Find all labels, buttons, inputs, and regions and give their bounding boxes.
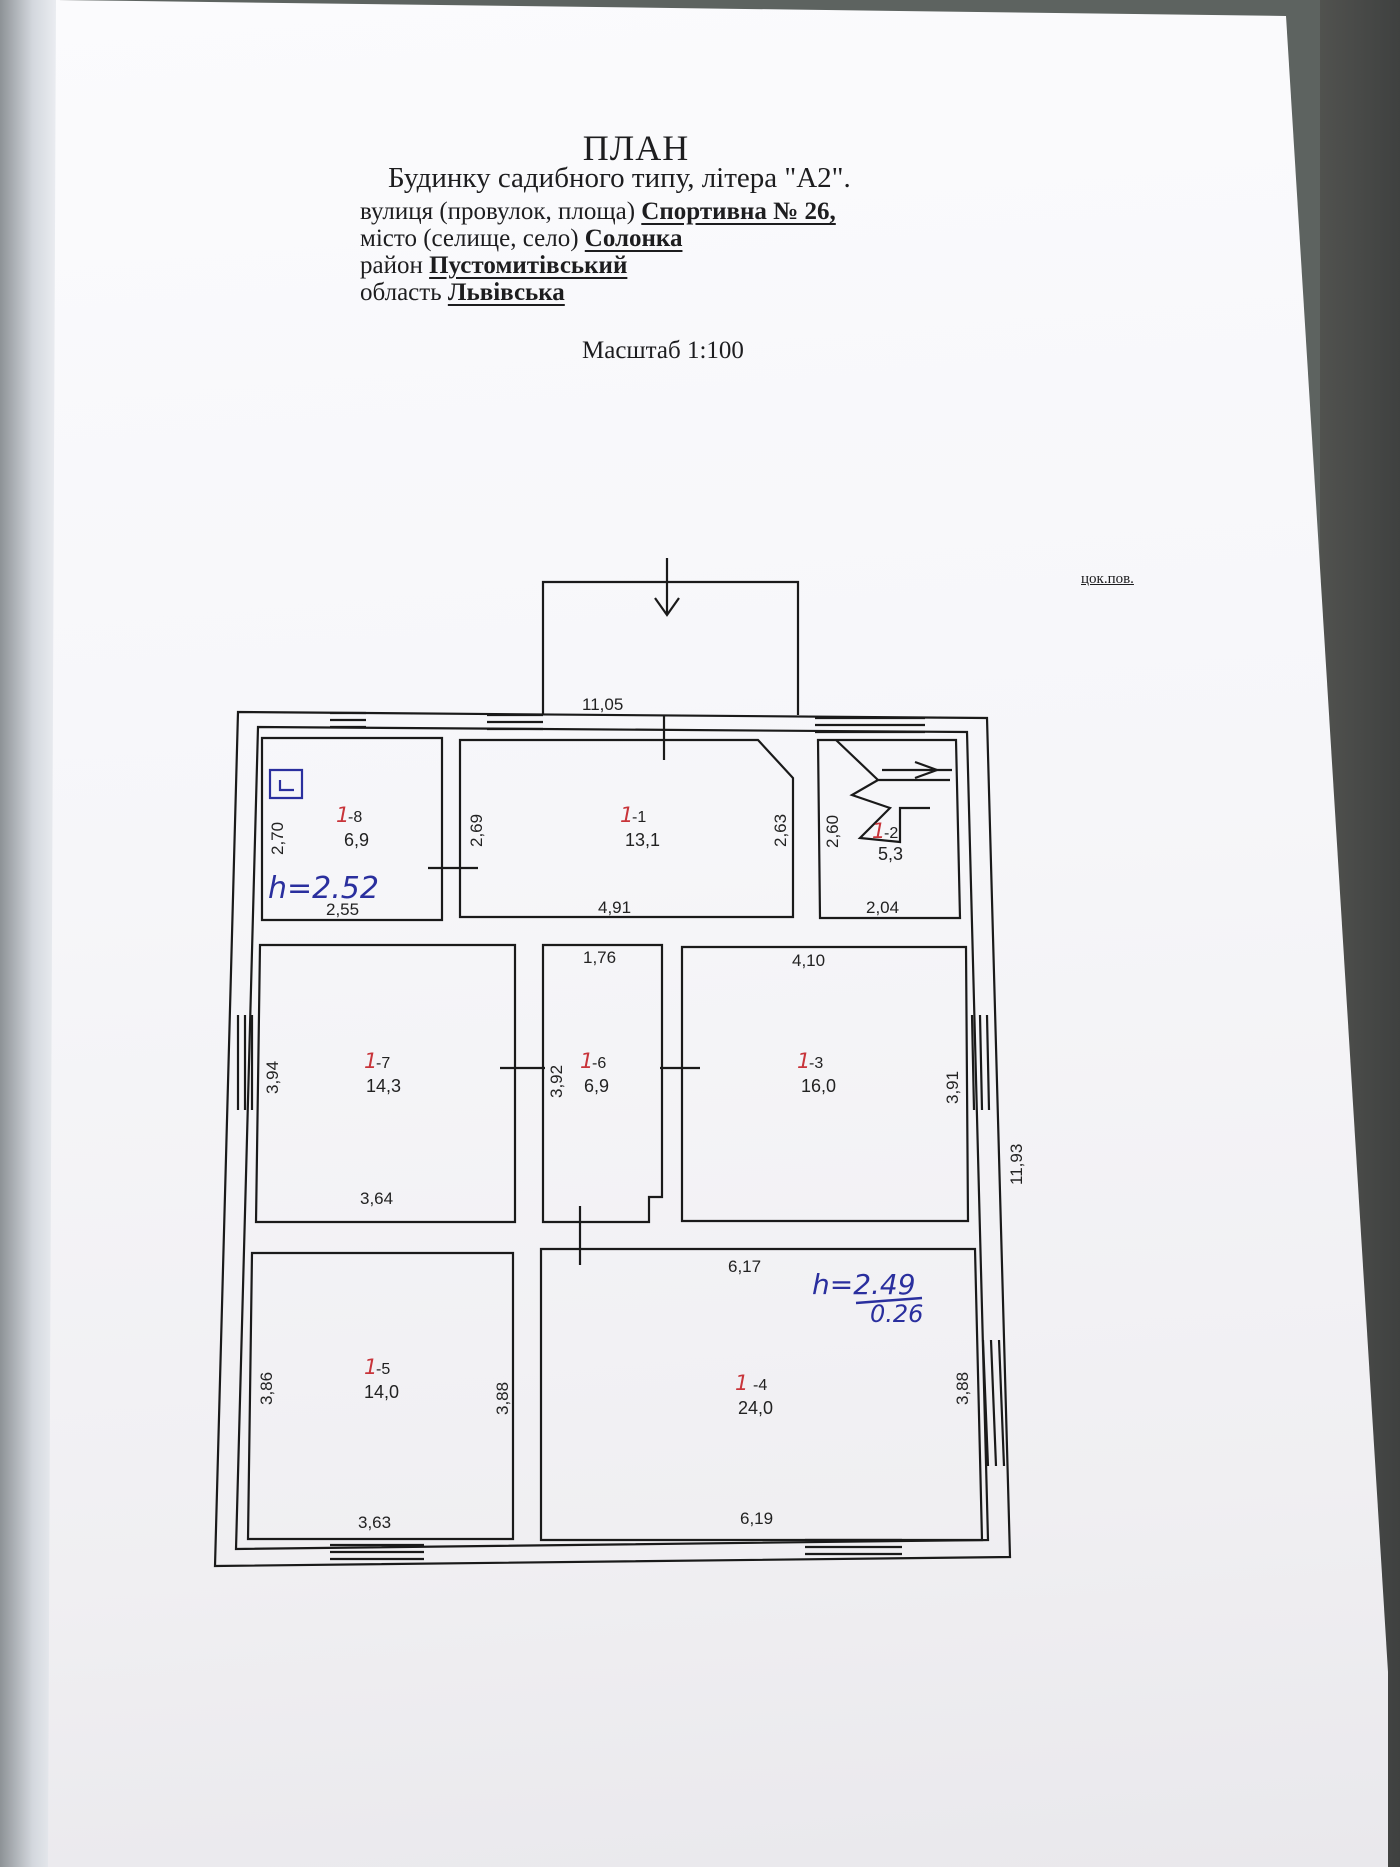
- room-1-5-height-left: 3,86: [257, 1372, 276, 1405]
- room-1-7-height: 3,94: [263, 1061, 282, 1094]
- room-1-1-outline: [458, 738, 795, 919]
- room-1-7-suffix: -7: [376, 1055, 390, 1072]
- region-value: Львівська: [447, 279, 565, 306]
- document-title: ПЛАН: [582, 128, 690, 168]
- room-1-4-suffix: -4: [753, 1377, 767, 1394]
- city-value: Солонка: [584, 225, 683, 252]
- room-1-3-outline: [680, 945, 970, 1223]
- room-1-4-width-bottom: 6,19: [740, 1509, 773, 1528]
- room-1-5-width: 3,63: [358, 1513, 391, 1532]
- room-1-2-suffix: -2: [884, 825, 898, 842]
- region-line: область Львівська: [360, 279, 565, 307]
- window-icon: [236, 1015, 254, 1110]
- room-1-2-area: 5,3: [878, 844, 903, 864]
- room-1-8-height: 2,70: [268, 822, 287, 855]
- overall-length-dim: 11,93: [1007, 1144, 1026, 1185]
- room-1-8-area: 6,9: [344, 830, 369, 850]
- room-1-6-width: 1,76: [583, 948, 616, 967]
- room-1-4-note-fraction-line: [855, 1296, 923, 1305]
- district-label: район: [360, 252, 423, 279]
- document-subtitle: Будинку садибного типу, літера "А2".: [388, 162, 851, 194]
- room-1-4-area: 24,0: [738, 1398, 773, 1418]
- room-1-1-suffix: -1: [632, 809, 646, 826]
- plan-walls: [213, 558, 1012, 1568]
- room-1-8-width: 2,55: [326, 900, 359, 919]
- room-1-8-outline: [260, 736, 444, 922]
- window-icon: [330, 711, 366, 729]
- room-1-2-number: 1: [872, 819, 885, 843]
- window-icon: [981, 1339, 1006, 1467]
- window-icon: [970, 1014, 991, 1111]
- room-1-2-width: 2,04: [866, 898, 899, 917]
- room-1-4-height: 3,88: [953, 1372, 972, 1405]
- outer-wall-outline: [213, 710, 1012, 1568]
- city-line: місто (селище, село) Солонка: [360, 225, 682, 253]
- room-1-3-height: 3,91: [943, 1071, 962, 1104]
- room-1-1-number: 1: [620, 803, 633, 827]
- document-sheet: ПЛАН Будинку садибного типу, літера "А2"…: [48, 0, 1388, 1867]
- room-1-6-height: 3,92: [547, 1065, 566, 1098]
- street-value: Спортивна № 26,: [641, 198, 836, 225]
- room-1-5-number: 1: [364, 1355, 377, 1379]
- room-1-7-outline: [254, 943, 517, 1224]
- room-1-4-height-note: h=2.49: [812, 1268, 916, 1301]
- city-label: місто (селище, село): [360, 225, 579, 252]
- room-1-1-height: 2,69: [467, 814, 486, 847]
- room-1-6-area: 6,9: [584, 1076, 609, 1096]
- room-1-3-number: 1: [797, 1049, 810, 1073]
- porch-outline: [541, 580, 800, 715]
- window-icon: [330, 1543, 424, 1561]
- room-1-2-outline: [816, 738, 962, 920]
- room-1-6-outline: [541, 943, 664, 1224]
- room-1-7-width: 3,64: [360, 1189, 393, 1208]
- room-1-1-width: 4,91: [598, 898, 631, 917]
- stair-arrow-icon: [914, 760, 941, 780]
- room-1-5-height-right: 3,88: [493, 1382, 512, 1415]
- room-1-3-width: 4,10: [792, 951, 825, 970]
- room-1-3-suffix: -3: [809, 1055, 823, 1072]
- region-label: область: [360, 279, 442, 306]
- staircase-icon: [835, 739, 952, 844]
- boiler-icon: [268, 768, 304, 800]
- tsok-note: цок.пов.: [1081, 571, 1134, 587]
- room-1-4-width-top: 6,17: [728, 1257, 761, 1276]
- room-1-1-area: 13,1: [625, 830, 660, 850]
- room-1-6-number: 1: [580, 1049, 593, 1073]
- room-1-1-height-right: 2,63: [771, 814, 790, 847]
- window-icon: [815, 716, 925, 734]
- window-icon: [805, 1538, 902, 1556]
- window-icon: [487, 713, 543, 731]
- room-1-8-number: 1: [336, 803, 349, 827]
- room-1-6-suffix: -6: [592, 1055, 606, 1072]
- street-label: вулиця (провулок, площа): [360, 198, 636, 225]
- entrance-arrow-icon: [654, 558, 680, 617]
- room-1-5-area: 14,0: [364, 1382, 399, 1402]
- room-1-4-height-note-extra: 0.26: [870, 1300, 923, 1328]
- room-1-5-suffix: -5: [376, 1361, 390, 1378]
- district-value: Пустомитівський: [429, 252, 628, 279]
- room-1-7-number: 1: [364, 1049, 377, 1073]
- room-1-3-area: 16,0: [801, 1076, 836, 1096]
- room-1-5-outline: [246, 1251, 515, 1541]
- room-1-7-area: 14,3: [366, 1076, 401, 1096]
- room-1-4-number: 1: [735, 1371, 748, 1395]
- room-1-2-height: 2,60: [823, 815, 842, 848]
- overall-width-dim: 11,05: [582, 695, 623, 714]
- outer-wall-inner-line: [234, 725, 990, 1551]
- room-1-8-suffix: -8: [348, 809, 362, 826]
- street-line: вулиця (провулок, площа) Спортивна № 26,: [360, 198, 836, 226]
- room-1-4-outline: [539, 1247, 984, 1542]
- room-1-8-height-note: h=2.52: [268, 871, 379, 906]
- district-line: район Пустомитівський: [360, 252, 627, 280]
- scale-label: Масштаб 1:100: [582, 337, 744, 364]
